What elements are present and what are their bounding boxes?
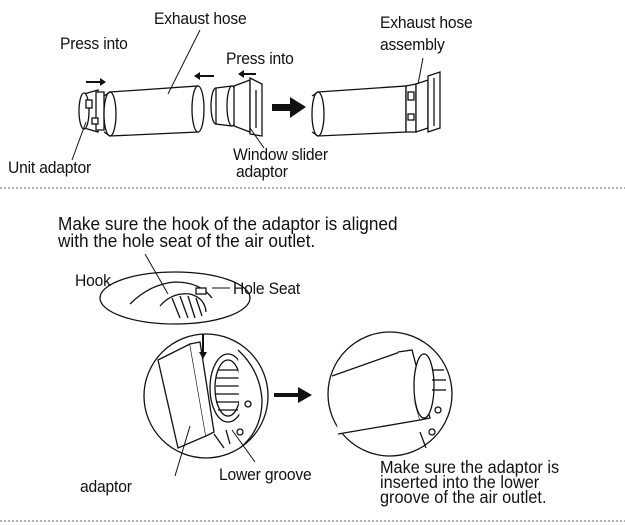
adaptor-label: adaptor [80, 478, 132, 495]
exhaust-hose-part [104, 86, 204, 136]
arrow-right-bold-icon [272, 97, 306, 118]
inserted-adaptor-circle [328, 332, 452, 456]
arrow-right-bold-icon [274, 387, 312, 403]
window-slider-adaptor-label-1: Window slider [233, 146, 328, 163]
arrow-left-small-icon [238, 70, 256, 78]
instruction-lower-groove: Make sure the adaptor is inserted into t… [380, 460, 559, 505]
window-slider-adaptor-part [211, 78, 262, 136]
unit-adaptor-part [79, 90, 104, 132]
window-slider-adaptor-label-2: adaptor [236, 163, 288, 180]
exhaust-hose-assembly-label-1: Exhaust hose [380, 14, 473, 31]
hole-seat-label: Hole Seat [233, 280, 300, 297]
arrow-right-small-icon [86, 78, 106, 86]
hook-oval [100, 272, 250, 324]
instruction-hook-alignment: Make sure the hook of the adaptor is ali… [58, 215, 398, 249]
unit-adaptor-label: Unit adaptor [8, 159, 91, 176]
exhaust-hose-assembly-part [312, 72, 440, 136]
press-into-left-label: Press into [60, 35, 128, 52]
exhaust-hose-assembly-label-2: assembly [380, 36, 445, 53]
arrow-left-small-icon [194, 72, 214, 80]
press-into-right-label: Press into [226, 50, 294, 67]
hook-label: Hook [75, 272, 111, 289]
lower-groove-label: Lower groove [219, 466, 312, 483]
exhaust-hose-label: Exhaust hose [154, 10, 247, 27]
